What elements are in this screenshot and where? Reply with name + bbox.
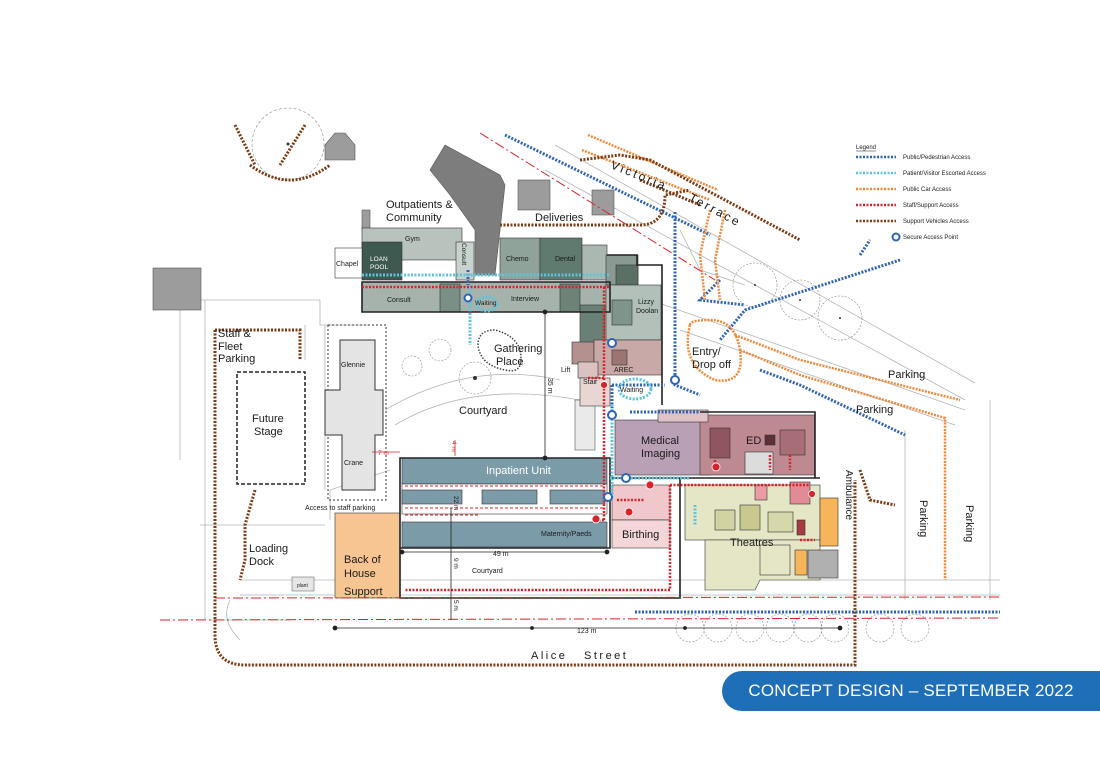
waiting-label: Waiting: [475, 300, 497, 307]
dim-35-label: 35 m: [546, 378, 553, 394]
gathering-label-2: Place: [496, 356, 524, 368]
dim-5-label: 5 m: [452, 600, 459, 611]
secure-access-icon: [891, 232, 901, 242]
legend-item-patient-visitor: Patient/Visitor Escorted Access: [856, 171, 986, 177]
future-stage-label-1: Future: [252, 413, 284, 425]
courtyard-bottom-label: Courtyard: [472, 568, 503, 575]
concept-design-banner: CONCEPT DESIGN – SEPTEMBER 2022: [722, 671, 1100, 711]
gathering-label-1: Gathering: [494, 343, 542, 355]
legend-label-secure-access: Secure Access Point: [903, 235, 958, 241]
loan-pool-label-2: POOL: [370, 264, 388, 271]
glennie-crane-building: [324, 324, 387, 501]
dim-4-label: 4 m: [450, 441, 457, 452]
consult-label: Consult: [387, 297, 411, 304]
alice-street-label: Alice Street: [531, 650, 628, 662]
context-buildings: [152, 132, 615, 451]
ambulance-label: Ambulance: [843, 470, 854, 520]
theatres-building: [684, 481, 839, 591]
patient-visitor-route: [362, 273, 697, 525]
future-stage-label-2: Stage: [254, 426, 283, 438]
crane-label: Crane: [344, 460, 363, 467]
arec-label: AREC: [614, 367, 633, 374]
legend-label-staff-support: Staff/Support Access: [903, 203, 959, 209]
boh-label-3: Support: [344, 586, 383, 598]
legend-item-public-pedestrian: Public/Pedestrian Access: [856, 155, 970, 161]
medical-imaging-label-2: Imaging: [641, 448, 680, 460]
legend-item-staff-support: Staff/Support Access: [856, 203, 959, 209]
interview-label: Interview: [511, 296, 540, 303]
staff-support-route: [362, 285, 815, 592]
secure-access-points: [463, 293, 680, 502]
courtyard-top-label: Courtyard: [459, 405, 507, 417]
dim-123-label: 123 m: [577, 628, 597, 635]
waiting2-label: Waiting: [620, 387, 643, 394]
staff-fleet-label-1: Staff &: [218, 328, 251, 340]
victoria-label: Victoria: [609, 158, 670, 193]
theatres-label: Theatres: [730, 537, 774, 549]
gym-label: Gym: [405, 236, 420, 243]
lizzy-label-2: Doolan: [636, 308, 658, 315]
dental-label: Dental: [555, 256, 576, 263]
legend-label-public-pedestrian: Public/Pedestrian Access: [903, 155, 970, 161]
loading-dock-label-1: Loading: [249, 543, 288, 555]
lizzy-label-1: Lizzy: [638, 299, 654, 306]
dim-9-label: 9 m: [452, 558, 459, 569]
legend-item-support-vehicles: Support Vehicles Access: [856, 219, 969, 225]
legend-title: Legend: [856, 145, 876, 151]
consult-vertical-label: Consult: [460, 243, 467, 265]
chapel-label: Chapel: [336, 261, 359, 268]
legend-item-secure-access: Secure Access Point: [891, 232, 958, 242]
parking-label-c: Parking: [917, 500, 929, 537]
dim-22-label: 22 m: [452, 496, 459, 510]
birthing-label: Birthing: [622, 529, 659, 541]
chemo-label: Chemo: [506, 256, 529, 263]
staff-fleet-label-3: Parking: [218, 353, 255, 365]
legend-label-patient-visitor: Patient/Visitor Escorted Access: [903, 171, 986, 177]
dim-49-label: 49 m: [493, 551, 509, 558]
boh-label-2: House: [344, 568, 376, 580]
outpatients-label-1: Outpatients &: [386, 199, 453, 211]
legend-label-public-car: Public Car Access: [903, 187, 951, 193]
plant-label: plant: [297, 583, 308, 589]
legend: Legend Public/Pedestrian Access Patient/…: [856, 145, 986, 242]
small-red-dims: [372, 440, 456, 456]
loading-dock-label-2: Dock: [249, 556, 275, 568]
inpatient-unit-label: Inpatient Unit: [486, 465, 551, 477]
boh-label-1: Back of: [344, 554, 382, 566]
deliveries-label: Deliveries: [535, 212, 584, 224]
tree-centres: [286, 142, 841, 380]
legend-item-public-car: Public Car Access: [856, 187, 951, 193]
entry-label-2: Drop off: [692, 359, 732, 371]
road-outlines: [179, 144, 1000, 641]
stair-label: Stair: [583, 379, 598, 386]
access-staff-parking-label: Access to staff parking: [305, 505, 375, 512]
glennie-label: Glennie: [341, 362, 365, 369]
ed-label: ED: [746, 435, 761, 447]
plant-box: [291, 576, 315, 592]
entry-label-1: Entry/: [692, 346, 722, 358]
support-vehicles-route: [213, 124, 896, 667]
medical-imaging-label-1: Medical: [641, 435, 679, 447]
red-access-points: [591, 381, 816, 524]
parking-label-d: Parking: [963, 505, 975, 542]
maternity-label: Maternity/Paeds: [541, 531, 592, 538]
outpatients-label-2: Community: [386, 212, 442, 224]
lift-label: Lift: [561, 367, 570, 374]
loan-pool-label-1: LOAN: [370, 256, 388, 263]
inpatient-building: [334, 457, 671, 599]
future-stage-outline: [236, 371, 306, 485]
dimension-lines: [332, 309, 843, 631]
dim-7-label: 7 m: [378, 450, 389, 457]
parking-label-b: Parking: [856, 404, 893, 416]
red-dashes-inpatient: [405, 485, 605, 516]
parking-label-a: Parking: [888, 369, 925, 381]
staff-fleet-label-2: Fleet: [218, 341, 242, 353]
legend-label-support-vehicles: Support Vehicles Access: [903, 219, 969, 225]
